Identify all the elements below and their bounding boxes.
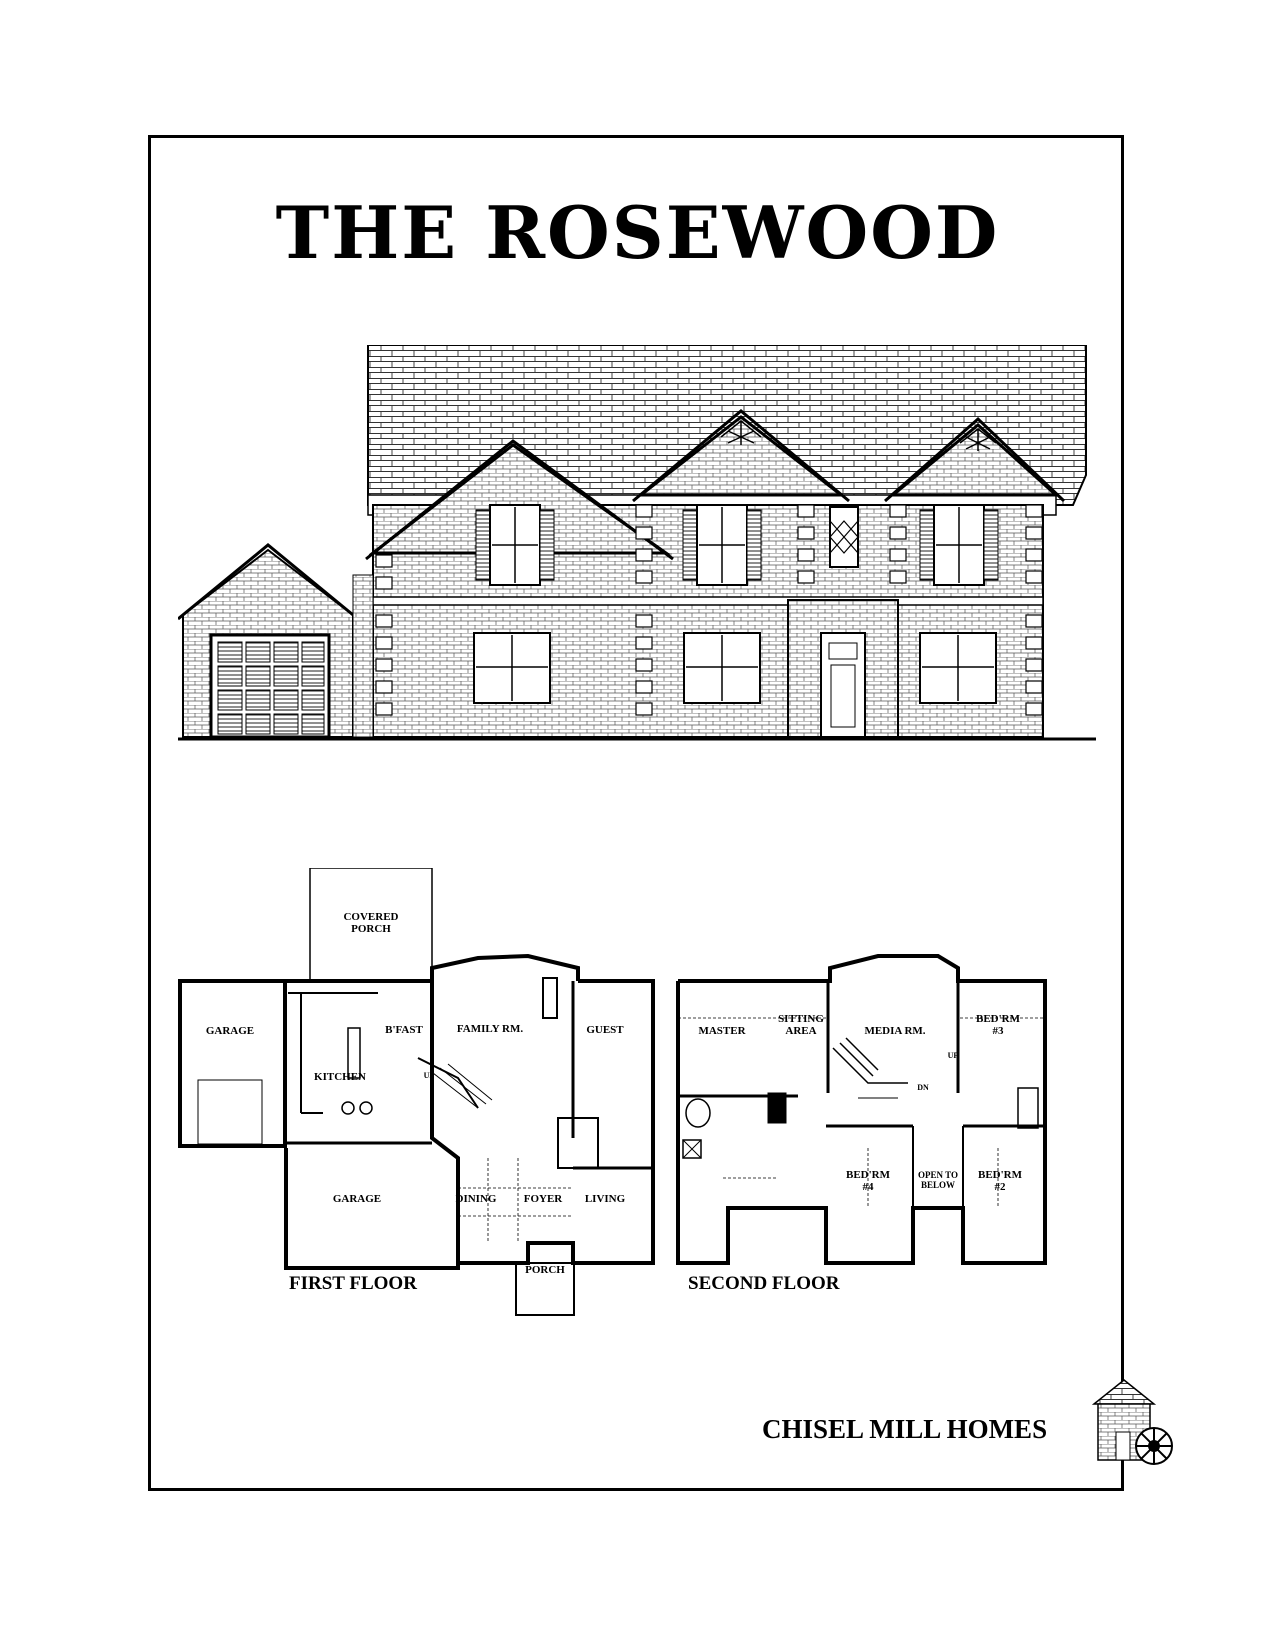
room-media: MEDIA RM. xyxy=(864,1025,925,1037)
second-floor-label: SECOND FLOOR xyxy=(688,1273,840,1294)
first-floor-plan xyxy=(178,868,655,1316)
room-bed4-line1: BED'RM xyxy=(846,1169,891,1181)
room-garage-upper: GARAGE xyxy=(206,1025,254,1037)
room-garage-lower: GARAGE xyxy=(333,1193,381,1205)
room-bed2-line1: BED'RM xyxy=(978,1169,1023,1181)
room-open-line2: BELOW xyxy=(921,1180,955,1190)
room-bed3-line2: #3 xyxy=(993,1025,1005,1037)
page-title: THE ROSEWOOD xyxy=(275,190,1000,275)
room-bed2-line2: #2 xyxy=(995,1181,1007,1193)
room-kitchen: KITCHEN xyxy=(314,1071,366,1083)
room-master: MASTER xyxy=(698,1025,746,1037)
second-floor-plan xyxy=(676,954,1047,1265)
room-porch: PORCH xyxy=(525,1264,565,1276)
front-elevation-drawing xyxy=(178,345,1096,741)
center-gable xyxy=(636,415,846,497)
room-sitting-line2: AREA xyxy=(785,1025,816,1037)
room-covered-porch-line1: COVERED xyxy=(343,911,398,923)
stair-up-label-2: UP xyxy=(948,1051,959,1060)
room-sitting-line1: SITTING xyxy=(778,1013,824,1025)
floor-plans-drawing: COVERED PORCH GARAGE KITCHEN B'FAST FAMI… xyxy=(178,868,1047,1316)
front-door xyxy=(820,632,866,738)
upper-windows xyxy=(475,504,999,586)
stair-up-label: UP xyxy=(424,1071,435,1080)
room-foyer: FOYER xyxy=(524,1193,564,1205)
stair-dn-label: DN xyxy=(917,1083,929,1092)
brand-name: CHISEL MILL HOMES xyxy=(762,1414,1048,1444)
room-family: FAMILY RM. xyxy=(457,1023,523,1035)
room-bed4-line2: #4 xyxy=(863,1181,875,1193)
room-dining: DINING xyxy=(456,1193,497,1205)
room-covered-porch-line2: PORCH xyxy=(351,923,391,935)
first-floor-label: FIRST FLOOR xyxy=(289,1273,417,1294)
room-living: LIVING xyxy=(585,1193,626,1205)
mill-logo-icon xyxy=(1091,1379,1173,1465)
right-gable xyxy=(888,423,1060,497)
room-bed3-line1: BED'RM xyxy=(976,1013,1021,1025)
page-border xyxy=(148,135,1124,1491)
room-open-line1: OPEN TO xyxy=(918,1170,958,1180)
room-bfast: B'FAST xyxy=(385,1024,423,1036)
room-guest: GUEST xyxy=(586,1024,624,1036)
